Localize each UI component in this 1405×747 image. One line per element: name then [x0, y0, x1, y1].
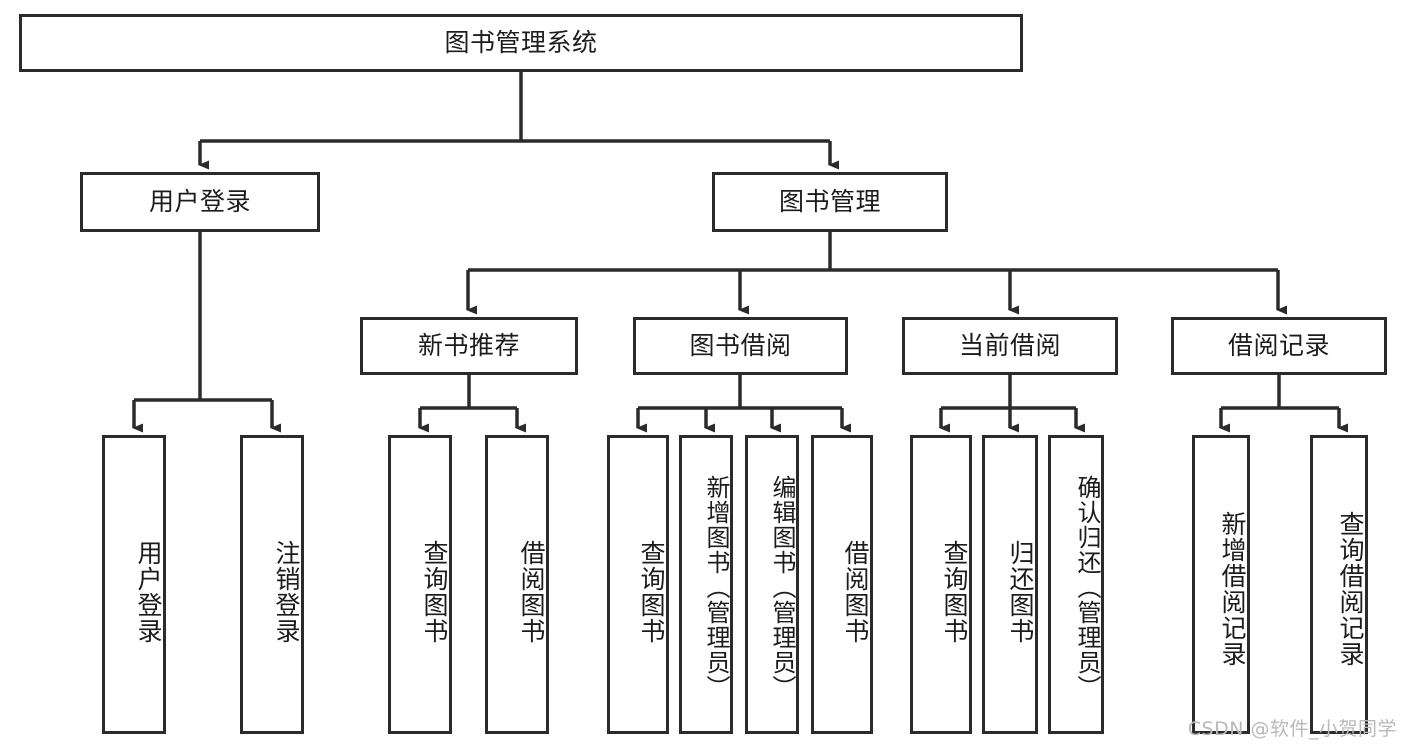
- csdn-watermark: CSDN @软件_小贺同学: [1187, 718, 1397, 740]
- leaf-confirm-return-label: 确认归还（管理员）: [1073, 475, 1101, 700]
- node-user-login[interactable]: 用户登录: [80, 172, 320, 232]
- node-root[interactable]: 图书管理系统: [19, 14, 1023, 72]
- leaf-query-book-recommend[interactable]: 查询图书: [388, 435, 452, 734]
- leaf-query-record[interactable]: 查询借阅记录: [1310, 435, 1368, 734]
- node-user-login-label: 用户登录: [148, 187, 251, 217]
- leaf-logout[interactable]: 注销登录: [240, 435, 304, 734]
- node-new-book-recommend[interactable]: 新书推荐: [360, 317, 578, 375]
- leaf-borrow-book[interactable]: 借阅图书: [811, 435, 873, 734]
- leaf-borrow-book-recommend-label: 借阅图书: [517, 539, 546, 644]
- leaf-user-login[interactable]: 用户登录: [102, 435, 166, 734]
- leaf-edit-book[interactable]: 编辑图书（管理员）: [745, 435, 799, 734]
- leaf-edit-book-label: 编辑图书（管理员）: [768, 475, 796, 700]
- leaf-query-book-borrow[interactable]: 查询图书: [607, 435, 669, 734]
- node-book-borrow[interactable]: 图书借阅: [633, 317, 848, 375]
- leaf-query-book-borrow-label: 查询图书: [637, 539, 666, 644]
- node-book-manage-label: 图书管理: [778, 187, 881, 217]
- node-borrow-record[interactable]: 借阅记录: [1171, 317, 1387, 375]
- leaf-borrow-book-recommend[interactable]: 借阅图书: [485, 435, 549, 734]
- leaf-add-book-label: 新增图书（管理员）: [702, 475, 730, 700]
- node-root-label: 图书管理系统: [444, 28, 598, 58]
- leaf-add-book[interactable]: 新增图书（管理员）: [679, 435, 733, 734]
- leaf-return-book-label: 归还图书: [1006, 539, 1035, 644]
- leaf-query-record-label: 查询借阅记录: [1336, 510, 1365, 667]
- leaf-add-record[interactable]: 新增借阅记录: [1192, 435, 1250, 734]
- leaf-borrow-book-label: 借阅图书: [841, 539, 870, 644]
- node-new-book-recommend-label: 新书推荐: [417, 331, 520, 361]
- leaf-add-record-label: 新增借阅记录: [1218, 510, 1247, 667]
- leaf-query-book-current-label: 查询图书: [940, 539, 969, 644]
- leaf-confirm-return[interactable]: 确认归还（管理员）: [1048, 435, 1104, 734]
- node-book-manage[interactable]: 图书管理: [712, 172, 948, 232]
- node-borrow-record-label: 借阅记录: [1227, 331, 1330, 361]
- leaf-query-book-current[interactable]: 查询图书: [910, 435, 972, 734]
- leaf-return-book[interactable]: 归还图书: [982, 435, 1038, 734]
- leaf-query-book-recommend-label: 查询图书: [420, 539, 449, 644]
- node-current-borrow[interactable]: 当前借阅: [902, 317, 1118, 375]
- node-current-borrow-label: 当前借阅: [958, 331, 1061, 361]
- leaf-logout-label: 注销登录: [272, 539, 301, 644]
- node-book-borrow-label: 图书借阅: [689, 331, 792, 361]
- leaf-user-login-label: 用户登录: [134, 539, 163, 644]
